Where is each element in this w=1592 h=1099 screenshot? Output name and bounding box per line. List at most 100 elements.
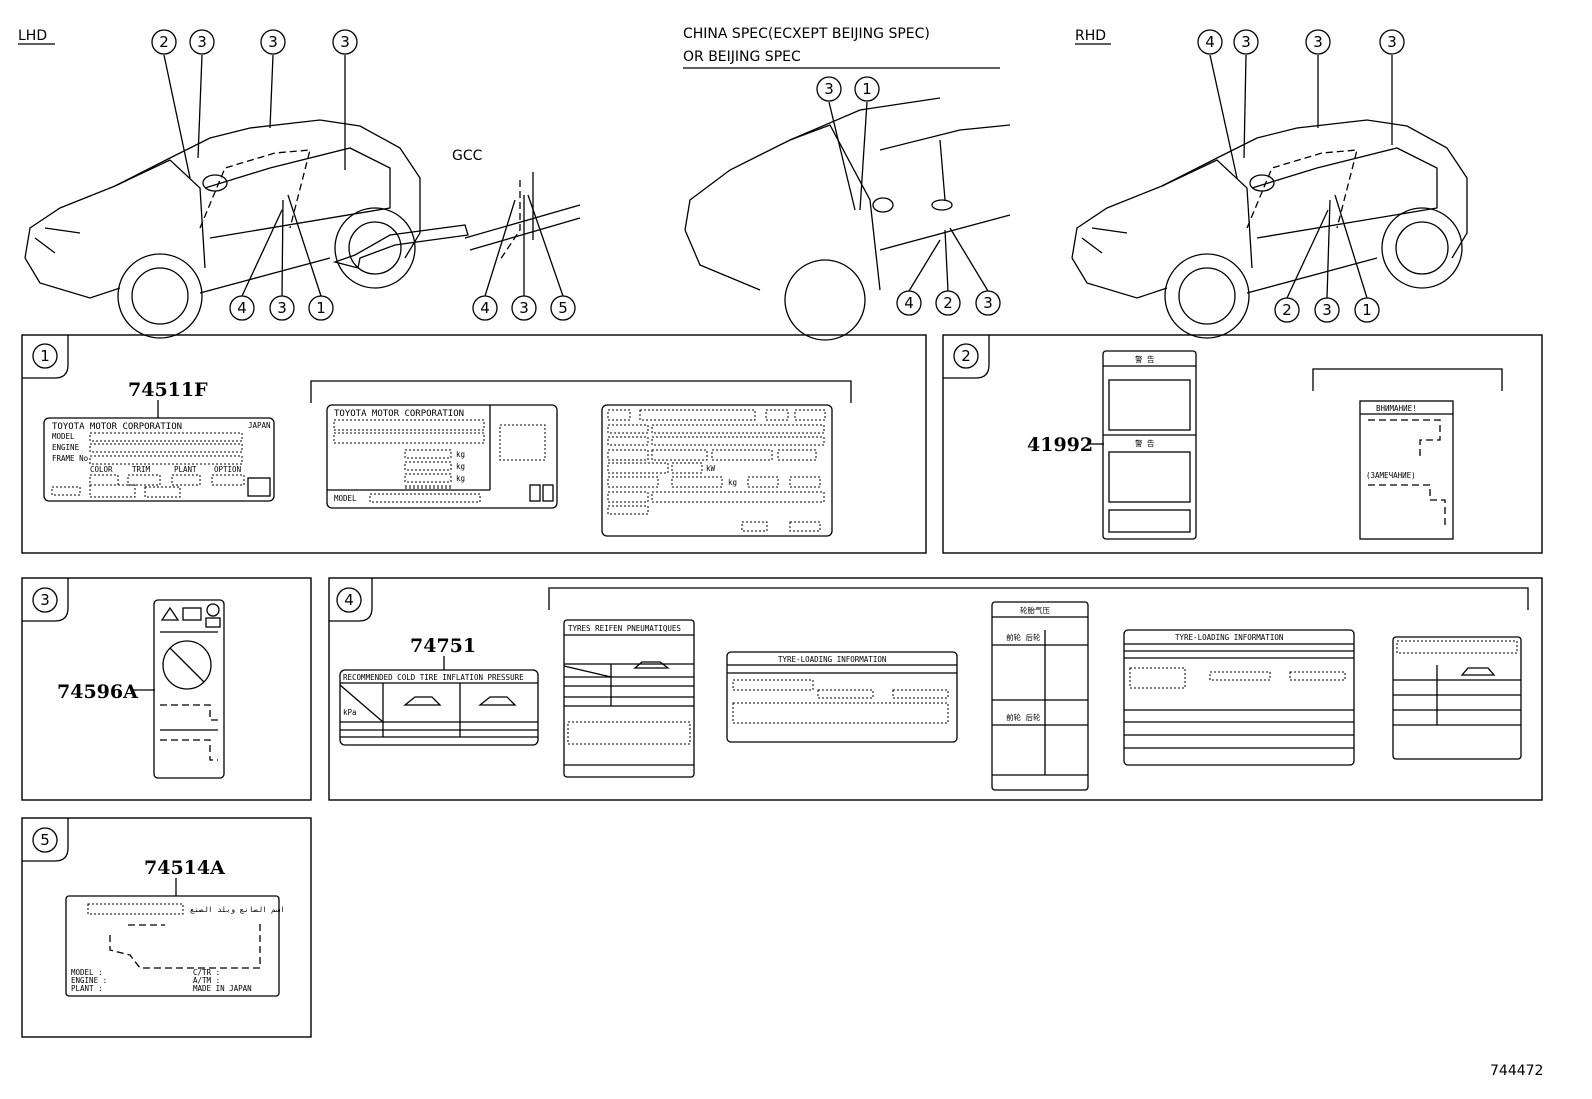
svg-text:3: 3 xyxy=(197,33,207,51)
callout-lhd-1: 1 xyxy=(308,295,334,321)
panel-3: 3 xyxy=(21,577,312,801)
lhd-heading: LHD xyxy=(18,28,47,44)
svg-text:1: 1 xyxy=(862,80,872,98)
svg-text:4: 4 xyxy=(904,294,914,312)
rhd-car-illustration xyxy=(1071,119,1468,339)
part-number-74596A: 74596A xyxy=(57,681,138,703)
part-number-74514A: 74514A xyxy=(144,857,225,879)
svg-text:3: 3 xyxy=(1387,33,1397,51)
callout-rhd-3a: 3 xyxy=(1233,29,1259,55)
panel-2-badge: 2 xyxy=(961,347,971,365)
svg-text:ВНИМАНИЕ!: ВНИМАНИЕ! xyxy=(1376,404,1417,413)
svg-text:TOYOTA MOTOR CORPORATION: TOYOTA MOTOR CORPORATION xyxy=(52,422,182,432)
svg-text:JAPAN: JAPAN xyxy=(248,421,271,430)
china-spec-heading-line1: CHINA SPEC(ECXEPT BEIJING SPEC) xyxy=(683,26,930,42)
part-number-74751: 74751 xyxy=(410,635,476,657)
part-number-74511F: 74511F xyxy=(128,379,208,401)
callout-china-4: 4 xyxy=(896,290,922,316)
svg-text:1: 1 xyxy=(1362,301,1372,319)
svg-text:警 告: 警 告 xyxy=(1135,354,1155,364)
svg-text:3: 3 xyxy=(268,33,278,51)
svg-text:MADE IN JAPAN: MADE IN JAPAN xyxy=(193,984,252,993)
svg-text:ENGINE :: ENGINE : xyxy=(71,976,107,985)
svg-text:PLANT :: PLANT : xyxy=(71,984,103,993)
svg-text:3: 3 xyxy=(1322,301,1332,319)
callout-rhd-1: 1 xyxy=(1354,297,1380,323)
label-74514A: اسم الصانع وبلد الصنع MODEL : ENGINE : P… xyxy=(65,895,285,997)
callout-lhd-3b: 3 xyxy=(260,29,286,55)
svg-text:kg: kg xyxy=(456,462,465,471)
svg-text:kPa: kPa xyxy=(343,708,357,717)
svg-text:kg: kg xyxy=(456,474,465,483)
svg-text:3: 3 xyxy=(824,80,834,98)
label-tyre-loading-2: TYRE-LOADING INFORMATION xyxy=(1123,629,1355,766)
svg-text:MODEL: MODEL xyxy=(52,432,75,441)
label-41992-ru: ВНИМАНИЕ! (ЗАМЕЧАНИЕ) xyxy=(1359,400,1454,540)
svg-text:FRAME No: FRAME No xyxy=(52,454,89,463)
panel-1-badge: 1 xyxy=(40,347,50,365)
svg-text:4: 4 xyxy=(1205,33,1215,51)
svg-text:C/TR :: C/TR : xyxy=(193,968,220,977)
svg-text:4: 4 xyxy=(237,299,247,317)
callout-china-2: 2 xyxy=(935,290,961,316)
panel-4-badge: 4 xyxy=(344,591,354,609)
label-41992-cn: 警 告 警 告 xyxy=(1102,350,1197,540)
svg-text:اسم الصانع وبلد الصنع: اسم الصانع وبلد الصنع xyxy=(190,905,285,914)
svg-text:轮胎气压: 轮胎气压 xyxy=(1020,605,1050,615)
svg-text:4: 4 xyxy=(480,299,490,317)
lhd-car-illustration xyxy=(24,119,421,339)
svg-text:3: 3 xyxy=(519,299,529,317)
panel-1: 1 xyxy=(21,334,927,554)
svg-text:MODEL: MODEL xyxy=(334,494,357,503)
panel-3-badge: 3 xyxy=(40,591,50,609)
svg-text:2: 2 xyxy=(943,294,953,312)
svg-text:kg: kg xyxy=(456,450,465,459)
svg-text:OPTION: OPTION xyxy=(214,465,241,474)
callout-rhd-4: 4 xyxy=(1197,29,1223,55)
china-car-illustration xyxy=(684,97,1011,341)
callout-china-1: 1 xyxy=(854,76,880,102)
part-number-41992: 41992 xyxy=(1027,434,1093,456)
label-oem-plate-c: kW kg xyxy=(601,404,833,537)
leader-lines xyxy=(163,54,1393,299)
svg-text:(ЗАМЕЧАНИЕ): (ЗАМЕЧАНИЕ) xyxy=(1366,471,1416,480)
svg-text:前轮 后轮: 前轮 后轮 xyxy=(1006,632,1041,642)
callout-gcc-3: 3 xyxy=(511,295,537,321)
svg-text:3: 3 xyxy=(983,294,993,312)
svg-text:PLANT: PLANT xyxy=(174,465,197,474)
svg-text:2: 2 xyxy=(159,33,169,51)
callout-china-3a: 3 xyxy=(816,76,842,102)
svg-text:警 告: 警 告 xyxy=(1135,438,1155,448)
panel-4: 4 xyxy=(328,577,1543,801)
svg-text:TYRES REIFEN PNEUMATIQUES: TYRES REIFEN PNEUMATIQUES xyxy=(568,624,681,633)
callout-gcc-5: 5 xyxy=(550,295,576,321)
svg-text:TYRE-LOADING INFORMATION: TYRE-LOADING INFORMATION xyxy=(778,655,886,664)
svg-text:MODEL :: MODEL : xyxy=(71,968,103,977)
svg-text:2: 2 xyxy=(1282,301,1292,319)
gcc-heading: GCC xyxy=(452,148,483,164)
svg-text:TRIM: TRIM xyxy=(132,465,151,474)
svg-text:3: 3 xyxy=(340,33,350,51)
svg-text:A/TM :: A/TM : xyxy=(193,976,220,985)
callout-rhd-2: 2 xyxy=(1274,297,1300,323)
svg-text:TOYOTA MOTOR CORPORATION: TOYOTA MOTOR CORPORATION xyxy=(334,409,464,419)
svg-text:ENGINE: ENGINE xyxy=(52,443,80,452)
panel-5-badge: 5 xyxy=(40,831,50,849)
callout-rhd-3c: 3 xyxy=(1379,29,1405,55)
callout-rhd-3b: 3 xyxy=(1305,29,1331,55)
svg-text:RECOMMENDED COLD TIRE INFLATIO: RECOMMENDED COLD TIRE INFLATION PRESSURE xyxy=(343,673,524,682)
label-74511F-plate: TOYOTA MOTOR CORPORATION JAPAN MODEL ENG… xyxy=(43,417,275,502)
callout-china-3b: 3 xyxy=(975,290,1001,316)
callout-gcc-4: 4 xyxy=(472,295,498,321)
svg-text:kg: kg xyxy=(728,478,737,487)
label-multilang-tire xyxy=(1392,636,1522,760)
panel-5: 5 xyxy=(21,817,312,1038)
diagram-id: 744472 xyxy=(1490,1063,1543,1079)
callout-lhd-2: 2 xyxy=(151,29,177,55)
svg-text:kW: kW xyxy=(706,464,716,473)
svg-text:3: 3 xyxy=(277,299,287,317)
label-tyres-reifen: TYRES REIFEN PNEUMATIQUES xyxy=(563,619,695,778)
gcc-door-detail xyxy=(332,172,581,297)
china-spec-heading-line2: OR BEIJING SPEC xyxy=(683,49,801,65)
